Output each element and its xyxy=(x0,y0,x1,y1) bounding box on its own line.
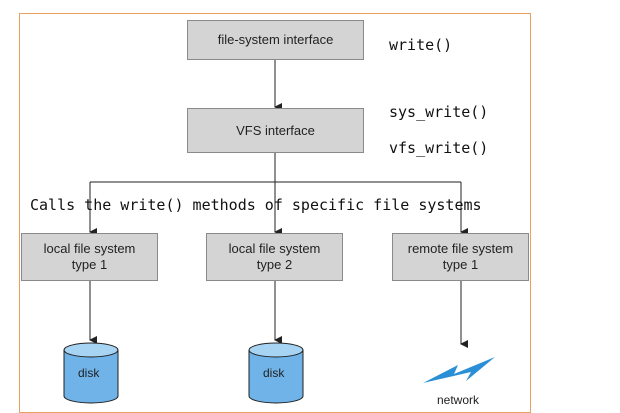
disk-cylinder-icon xyxy=(248,342,304,404)
disk-1-label: disk xyxy=(78,366,100,380)
file-system-interface-box: file-system interface xyxy=(187,20,364,60)
sys-write-call-label: sys_write() xyxy=(389,103,489,121)
specific-fs-annotation: Calls the write() methods of specific fi… xyxy=(30,196,482,214)
disk-2-label: disk xyxy=(263,366,285,380)
network-label: network xyxy=(437,393,480,407)
file-system-interface-label: file-system interface xyxy=(217,32,334,47)
vfs-interface-box: VFS interface xyxy=(187,108,364,153)
disk-cylinder-icon xyxy=(63,342,119,404)
network-lightning-icon xyxy=(423,357,495,383)
vfs-write-call-label: vfs_write() xyxy=(389,139,489,157)
vfs-interface-label: VFS interface xyxy=(236,122,315,138)
write-call-label: write() xyxy=(389,36,453,54)
